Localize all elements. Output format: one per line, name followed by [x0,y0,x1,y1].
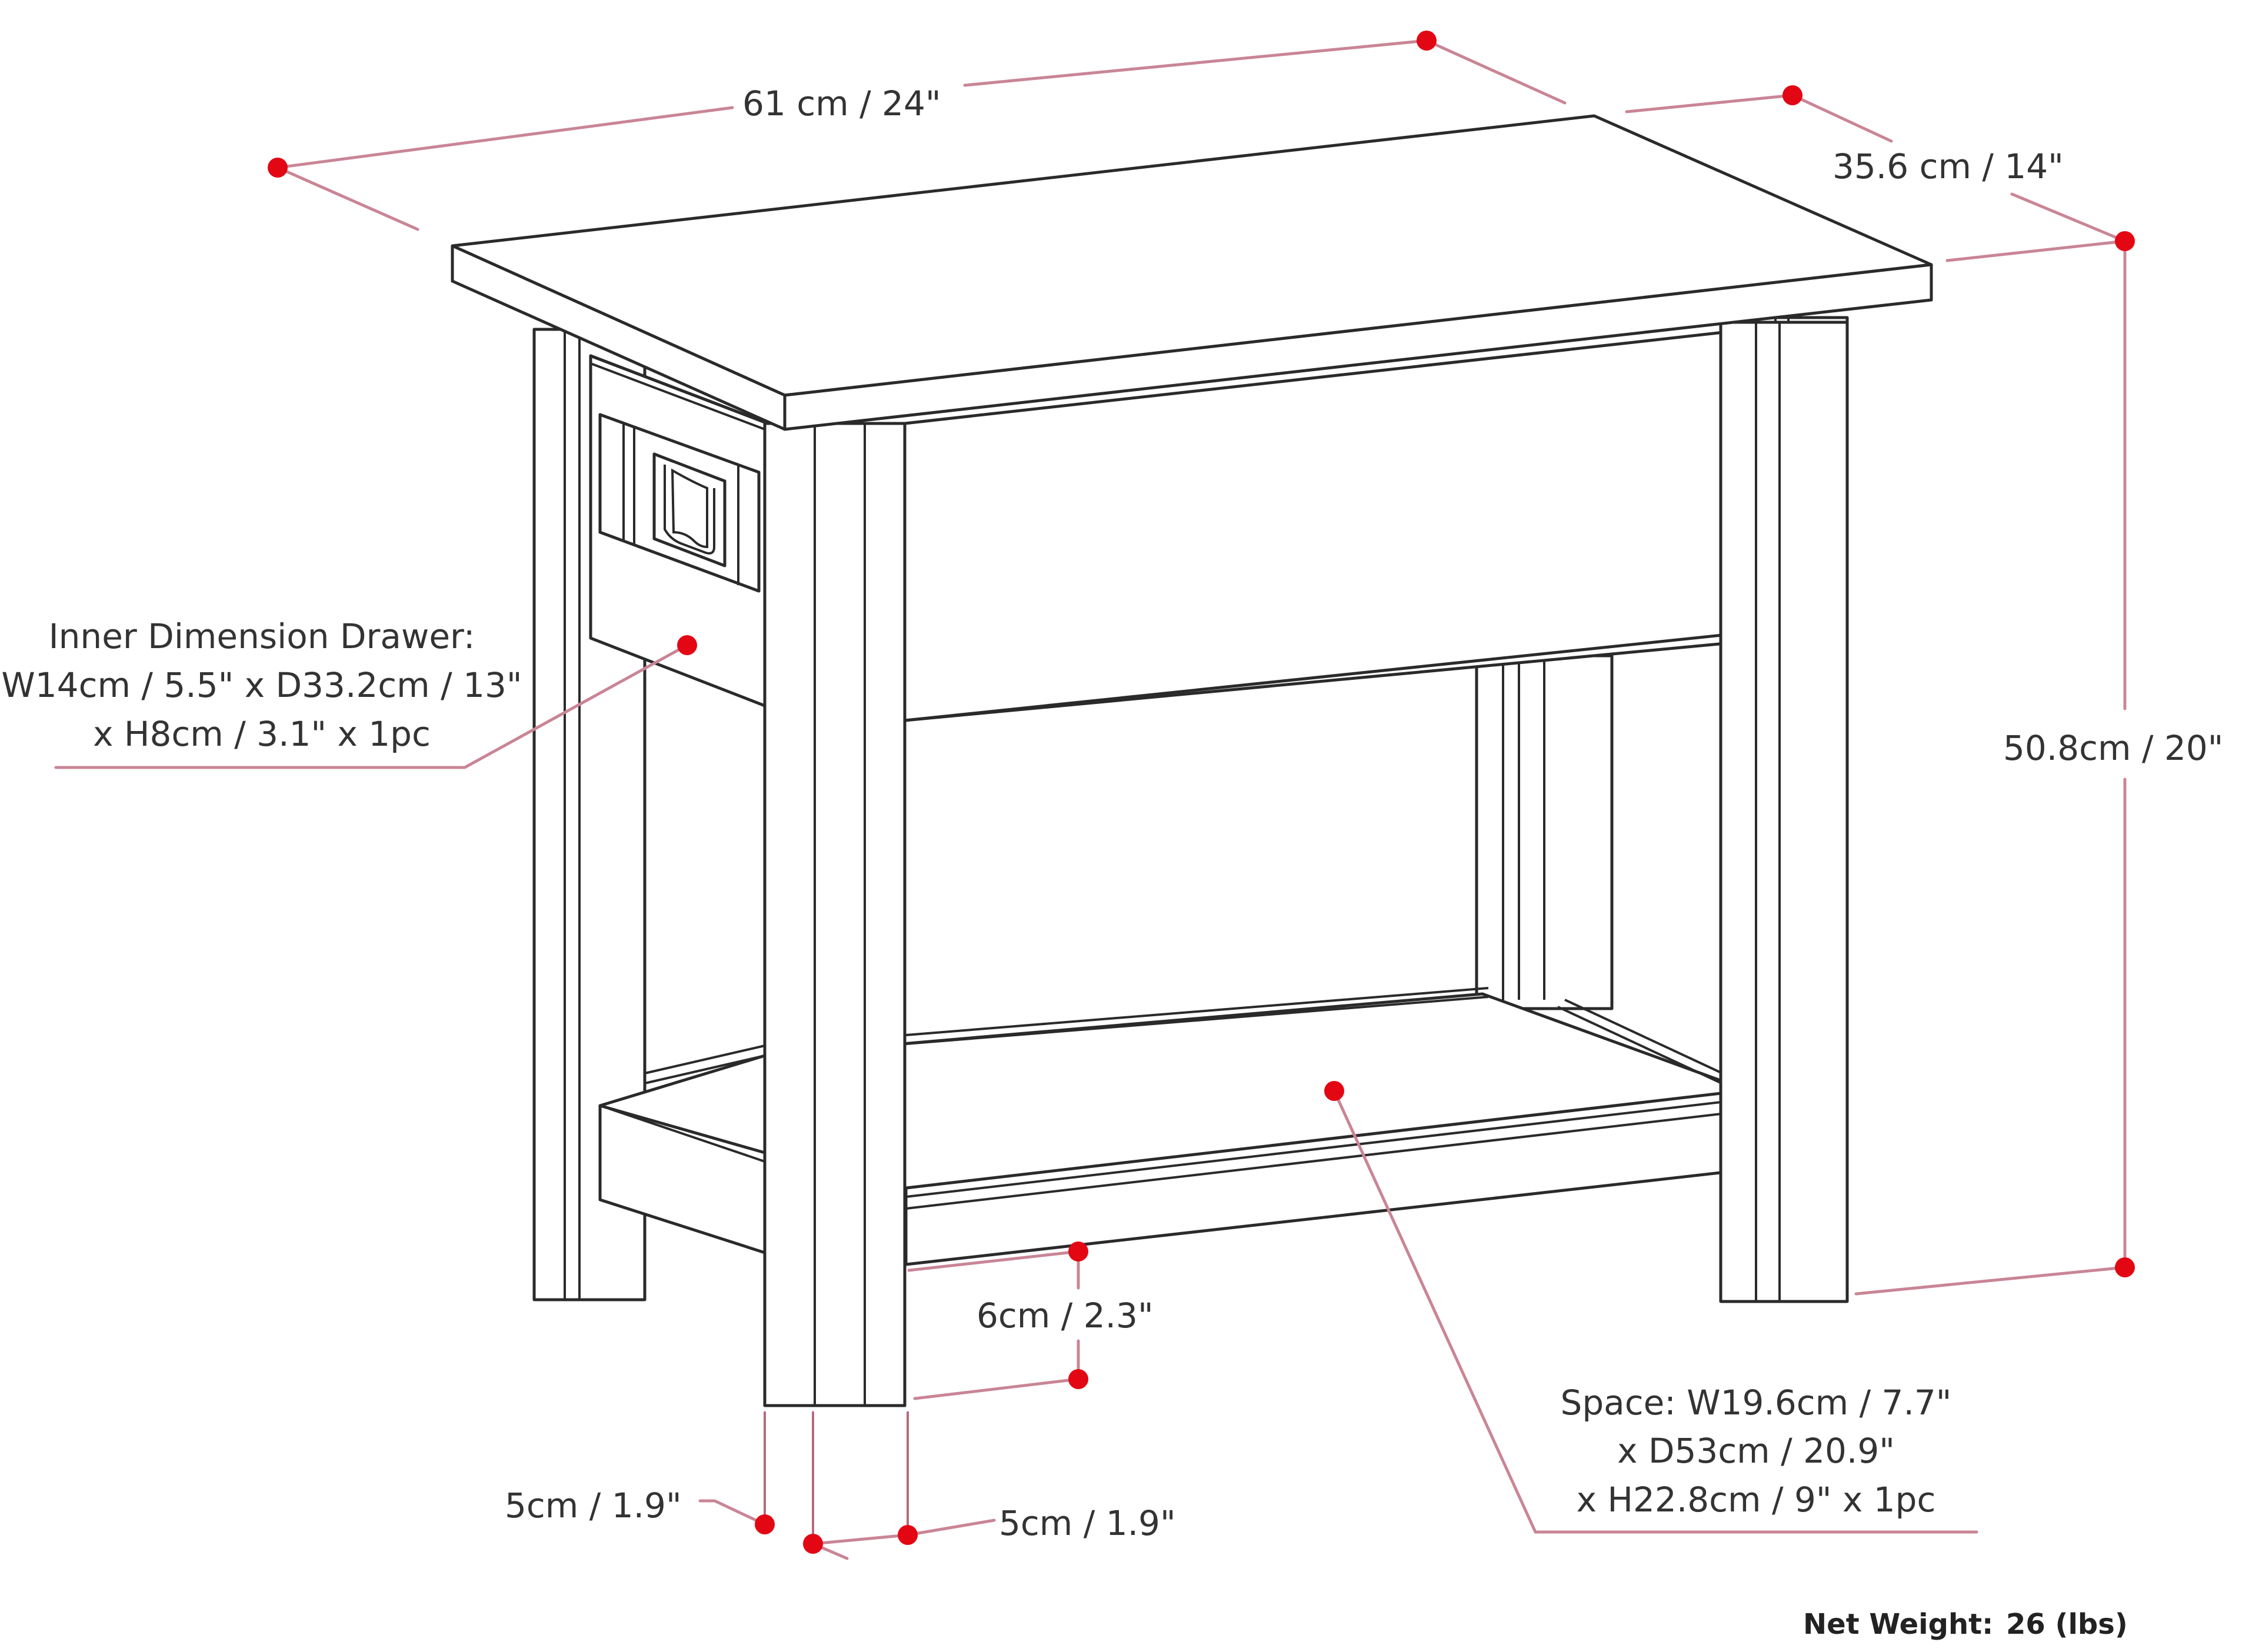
shelf-clearance-label: 6cm / 2.3" [977,1296,1154,1336]
depth-label: 35.6 cm / 14" [1832,146,2064,186]
leg-width-label: 5cm / 1.9" [999,1503,1176,1543]
drawer-callout: Inner Dimension Drawer: W14cm / 5.5" x D… [1,616,522,754]
height-top-dot [2115,231,2135,251]
shelf-callout-line3: x H22.8cm / 9" x 1pc [1577,1480,1936,1520]
width-start-dot [268,158,288,178]
dimension-dots [268,31,2135,1554]
shelf-callout: Space: W19.6cm / 7.7" x D53cm / 20.9" x … [1561,1383,1952,1520]
table-drawing [451,114,1933,1407]
dimension-lines [54,39,2127,1560]
shelf-callout-line1: Space: W19.6cm / 7.7" [1561,1383,1952,1423]
drawer-callout-line3: x H8cm / 3.1" x 1pc [93,714,431,754]
leg-width-dot [898,1525,918,1545]
clearance-top-dot [1068,1241,1088,1261]
drawer-callout-dot [677,635,697,655]
width-end-dot [1417,31,1437,51]
leg-depth-dot [755,1514,775,1534]
leg-depth-label: 5cm / 1.9" [505,1486,682,1526]
clearance-bottom-dot [1068,1369,1088,1389]
net-weight-label: Net Weight: [1803,1608,1993,1641]
front-left-leg [763,422,907,1407]
shelf-callout-line2: x D53cm / 20.9" [1617,1431,1895,1471]
drawer [598,413,761,593]
back-stiles [1475,653,1614,1010]
drawer-callout-line1: Inner Dimension Drawer: [49,616,475,656]
shelf-callout-dot [1324,1081,1344,1101]
net-weight-value: 26 (lbs) [2006,1608,2128,1641]
width-label: 61 cm / 24" [742,84,941,124]
drawer-callout-line2: W14cm / 5.5" x D33.2cm / 13" [1,665,522,705]
dimension-labels: 61 cm / 24" 35.6 cm / 14" 50.8cm / 20" 6… [1,84,2223,1641]
depth-start-dot [1782,85,1802,105]
height-label: 50.8cm / 20" [2003,728,2223,768]
leg-corner-dot [803,1534,823,1554]
net-weight: Net Weight: 26 (lbs) [1803,1608,2128,1641]
tabletop [451,114,1933,431]
height-bottom-dot [2115,1257,2135,1277]
front-right-leg [1719,321,1849,1303]
drawer-handle-icon [652,452,727,568]
